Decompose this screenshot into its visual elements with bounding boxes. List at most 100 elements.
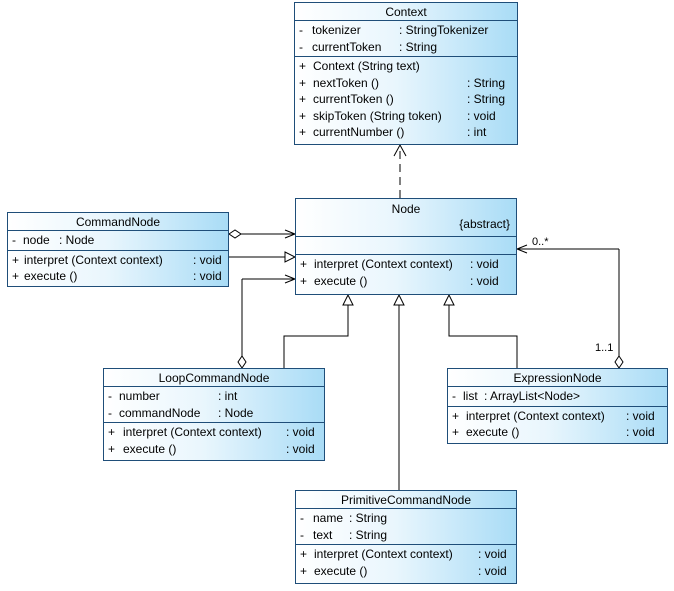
visibility: + — [452, 408, 460, 423]
attribute-type: : Node — [218, 405, 254, 420]
attributes-section: - list : ArrayList<Node> — [448, 387, 667, 407]
operation-row: + interpret (Context context) : void — [300, 546, 516, 563]
attribute-row: - tokenizer : StringTokenizer — [299, 22, 517, 39]
operation-row: + interpret (Context context) : void — [12, 252, 228, 269]
attribute-name: name — [313, 511, 344, 525]
visibility: - — [300, 527, 304, 542]
operation-name: interpret (Context context) — [466, 408, 605, 423]
operation-name: currentToken () — [313, 92, 394, 106]
attribute-type: : String — [399, 39, 438, 54]
generalization-expression-node — [448, 305, 518, 368]
class-name: Context — [295, 3, 517, 21]
operation-name: nextToken () — [313, 75, 380, 90]
class-primitive-command-node[interactable]: PrimitiveCommandNode - name : String - t… — [295, 490, 517, 584]
attribute-row: - text : String — [300, 527, 516, 544]
operation-name: execute () — [314, 273, 368, 288]
operation-row: + currentToken () : String — [299, 91, 517, 108]
visibility: + — [299, 59, 307, 73]
operations-section: + interpret (Context context) : void + e… — [296, 545, 516, 580]
operations-section: + interpret (Context context) : void + e… — [296, 255, 516, 290]
visibility: - — [452, 389, 456, 403]
attribute-type: : Node — [59, 233, 95, 247]
attribute-type: : StringTokenizer — [399, 23, 489, 37]
attribute-name: tokenizer — [312, 23, 361, 37]
generalization-triangle-commandnode — [284, 251, 297, 263]
operation-type: : void — [626, 425, 655, 439]
attribute-row: - node : Node — [12, 232, 228, 249]
operation-type: : String — [467, 75, 506, 90]
attribute-name: number — [119, 389, 160, 403]
operation-name: Context (String text) — [313, 59, 420, 73]
class-name: PrimitiveCommandNode — [296, 491, 516, 509]
class-name: CommandNode — [8, 213, 228, 231]
operation-row: + skipToken (String token) : void — [299, 108, 517, 125]
class-command-node[interactable]: CommandNode - node : Node + interpret (C… — [7, 212, 229, 287]
class-expression-node[interactable]: ExpressionNode - list : ArrayList<Node> … — [447, 368, 668, 444]
aggregation-arrowhead-expression — [515, 244, 528, 254]
class-context[interactable]: Context - tokenizer : StringTokenizer - … — [294, 2, 518, 145]
visibility: - — [108, 405, 112, 420]
visibility: + — [300, 257, 308, 271]
visibility: + — [300, 547, 308, 561]
operation-type: : void — [286, 425, 315, 439]
class-loop-command-node[interactable]: LoopCommandNode - number : int - command… — [103, 368, 325, 461]
operation-name: currentNumber () — [313, 125, 405, 139]
operation-name: interpret (Context context) — [314, 257, 453, 271]
attribute-type: : String — [349, 511, 388, 525]
generalization-triangle-loop — [342, 293, 354, 306]
operation-row: + execute () : void — [108, 441, 324, 458]
operations-section: + interpret (Context context) : void + e… — [448, 407, 667, 442]
class-node[interactable]: Node {abstract} + interpret (Context con… — [295, 198, 517, 295]
class-name: LoopCommandNode — [104, 369, 324, 387]
operations-section: + interpret (Context context) : void + e… — [104, 423, 324, 458]
generalization-triangle-primitive — [393, 293, 405, 306]
attribute-name: currentToken — [312, 39, 382, 54]
attributes-section: - name : String - text : String — [296, 509, 516, 545]
operations-section: + interpret (Context context) : void + e… — [8, 251, 228, 286]
operation-name: interpret (Context context) — [24, 252, 163, 267]
attributes-section: - number : int - commandNode : Node — [104, 387, 324, 423]
operation-row: + execute () : void — [300, 563, 516, 580]
visibility: + — [299, 108, 307, 123]
aggregation-diamond-loop — [237, 355, 247, 369]
visibility: + — [299, 125, 307, 139]
attribute-row: - currentToken : String — [299, 39, 517, 56]
visibility: + — [12, 252, 20, 267]
generalization-triangle-expression — [443, 293, 455, 306]
visibility: - — [299, 39, 303, 54]
aggregation-diamond-commandnode — [228, 229, 242, 239]
multiplicity-list-target: 0..* — [532, 236, 549, 248]
visibility: + — [108, 441, 116, 456]
abstract-stereotype: {abstract} — [459, 217, 510, 231]
attribute-name: list — [463, 389, 478, 403]
operation-name: execute () — [314, 563, 368, 578]
visibility: + — [108, 425, 116, 439]
visibility: - — [299, 23, 303, 37]
attributes-section: - node : Node — [8, 231, 228, 251]
operation-row: + execute () : void — [300, 273, 516, 290]
operation-type: : void — [478, 547, 507, 561]
generalization-loop-node — [283, 305, 349, 368]
attribute-name: node — [23, 233, 50, 247]
visibility: - — [300, 511, 304, 525]
operation-name: interpret (Context context) — [314, 547, 453, 561]
dependency-arrowhead — [393, 143, 407, 157]
visibility: + — [12, 269, 20, 283]
attribute-name: text — [313, 527, 333, 542]
operation-row: + currentNumber () : int — [299, 124, 517, 141]
operation-type: : String — [467, 92, 506, 106]
operation-type: : void — [470, 273, 499, 288]
attribute-type: : int — [218, 389, 238, 403]
visibility: + — [299, 75, 307, 90]
operation-row: + nextToken () : String — [299, 75, 517, 92]
operation-name: execute () — [466, 425, 520, 439]
operation-type: : void — [193, 252, 222, 267]
attribute-name: commandNode — [119, 405, 201, 420]
multiplicity-list-source: 1..1 — [595, 342, 614, 354]
operation-type: : void — [626, 408, 655, 423]
visibility: - — [108, 389, 112, 403]
aggregation-diamond-expression — [614, 355, 624, 369]
operation-row: + Context (String text) — [299, 58, 517, 75]
attribute-row: - number : int — [108, 388, 324, 405]
